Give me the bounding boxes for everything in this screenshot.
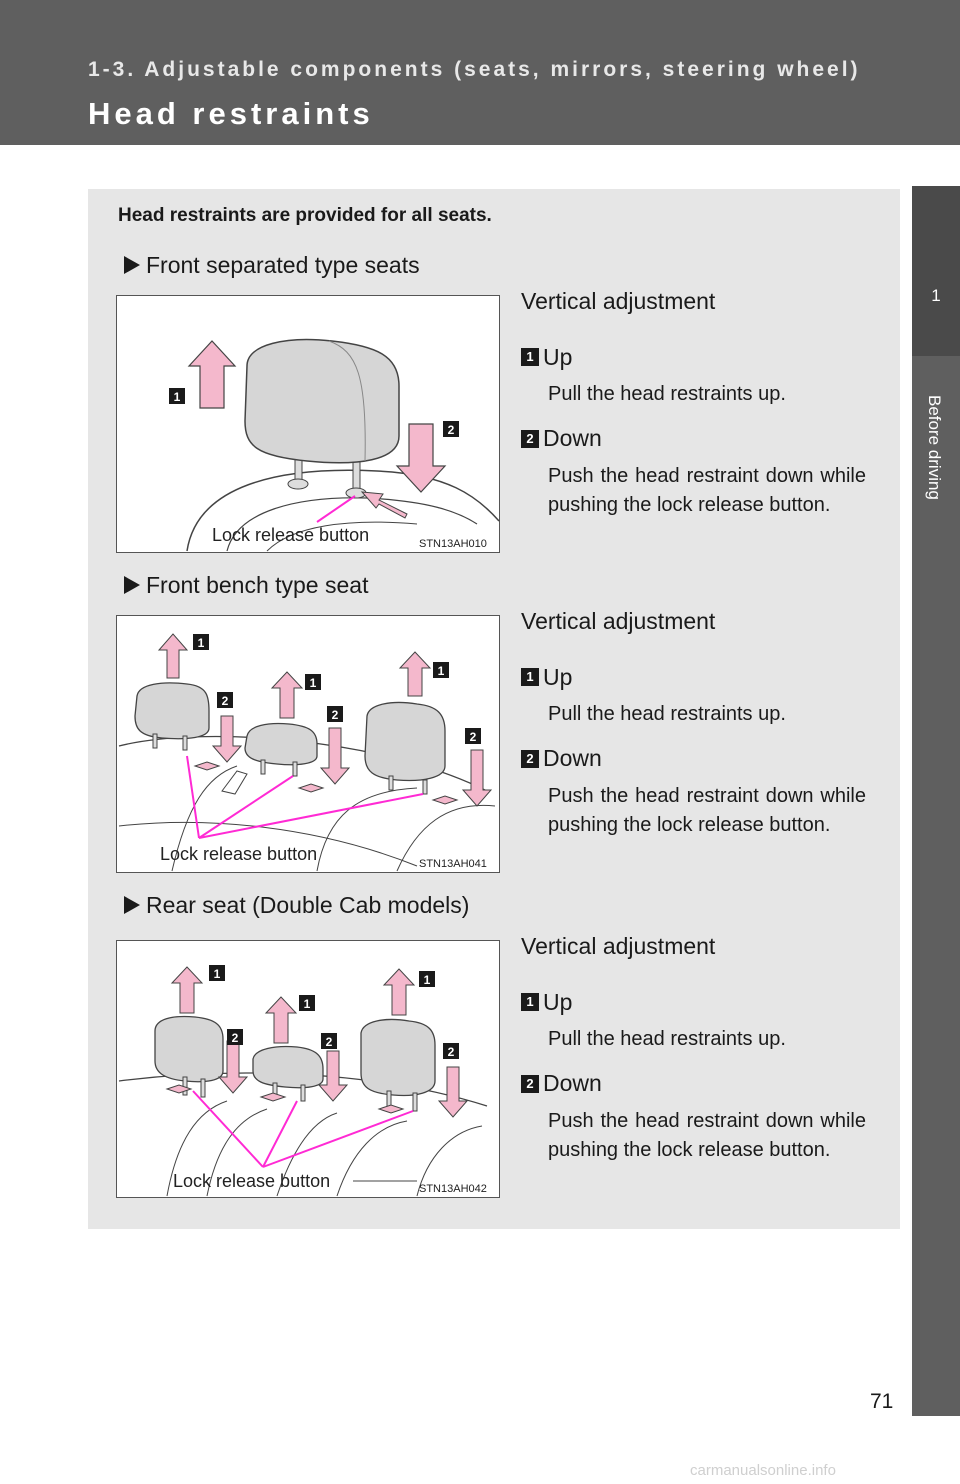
section-title-rear-seat: Rear seat (Double Cab models) (124, 892, 469, 919)
svg-text:2: 2 (326, 1035, 333, 1049)
adjustment-heading: Vertical adjustment (521, 288, 716, 314)
svg-text:2: 2 (448, 1045, 455, 1059)
svg-text:1: 1 (174, 390, 181, 404)
triangle-bullet-icon (124, 896, 140, 914)
step-badge: 2 (521, 429, 539, 448)
svg-text:1: 1 (438, 664, 445, 678)
adjustment-heading: Vertical adjustment (521, 608, 716, 634)
side-tab-label-block (912, 356, 960, 1416)
head-restraint-illustration: 1 1 1 2 2 2 (118, 965, 488, 1197)
step-badge: 1 (521, 668, 539, 686)
watermark: carmanualsonline.info (690, 1462, 836, 1479)
side-tab-number-block (912, 186, 960, 356)
page-number: 71 (870, 1390, 894, 1413)
svg-text:1: 1 (310, 676, 317, 690)
chapter-title: 1-3. Adjustable components (seats, mirro… (88, 58, 861, 81)
side-tab-label: Before driving (925, 395, 944, 500)
step-up-desc: Pull the head restraints up. (548, 1028, 786, 1050)
svg-text:1: 1 (304, 997, 311, 1011)
figure-rear-seat: 1 1 1 2 2 2 Lock release button STN13AH0… (116, 940, 500, 1198)
figure-code: STN13AH010 (419, 538, 487, 550)
triangle-bullet-icon (124, 256, 140, 274)
page-title: Head restraints (88, 96, 374, 131)
svg-text:2: 2 (222, 694, 229, 708)
section-title-front-bench: Front bench type seat (124, 572, 368, 599)
step-down-desc: Push the head restraint down while pushi… (548, 784, 866, 837)
page-header (0, 0, 960, 145)
figure-front-bench-seat: 1 1 1 2 2 2 Lock release button STN13AH0… (116, 615, 500, 873)
side-tab-number: 1 (931, 286, 941, 305)
svg-text:1: 1 (424, 973, 431, 987)
svg-text:1: 1 (214, 967, 221, 981)
triangle-bullet-icon (124, 576, 140, 594)
step-badge: 1 (521, 348, 539, 366)
lock-release-caption: Lock release button (160, 844, 318, 864)
intro-text: Head restraints are provided for all sea… (118, 205, 492, 226)
step-down-desc: Push the head restraint down while pushi… (548, 1109, 866, 1162)
figure-front-separated-seats: 1 2 Lock release button STN13AH010 (116, 295, 500, 553)
svg-text:2: 2 (332, 708, 339, 722)
adjustment-heading: Vertical adjustment (521, 933, 716, 959)
step-badge: 1 (521, 993, 539, 1011)
step-up-desc: Pull the head restraints up. (548, 703, 786, 725)
head-restraint-illustration: 1 1 1 2 2 2 (118, 633, 496, 872)
svg-text:2: 2 (470, 730, 477, 744)
figure-code: STN13AH041 (419, 858, 487, 870)
figure-code: STN13AH042 (419, 1183, 487, 1195)
svg-text:1: 1 (198, 636, 205, 650)
step-badge: 2 (521, 1074, 539, 1093)
svg-text:2: 2 (232, 1031, 239, 1045)
lock-release-caption: Lock release button (212, 525, 370, 545)
step-down-desc: Push the head restraint down while pushi… (548, 464, 866, 517)
svg-text:2: 2 (448, 423, 455, 437)
step-badge: 2 (521, 749, 539, 768)
step-up-desc: Pull the head restraints up. (548, 383, 786, 405)
section-title-front-separated: Front separated type seats (124, 252, 420, 279)
head-restraint-illustration: 1 2 (169, 338, 500, 552)
lock-release-caption: Lock release button (173, 1171, 331, 1191)
